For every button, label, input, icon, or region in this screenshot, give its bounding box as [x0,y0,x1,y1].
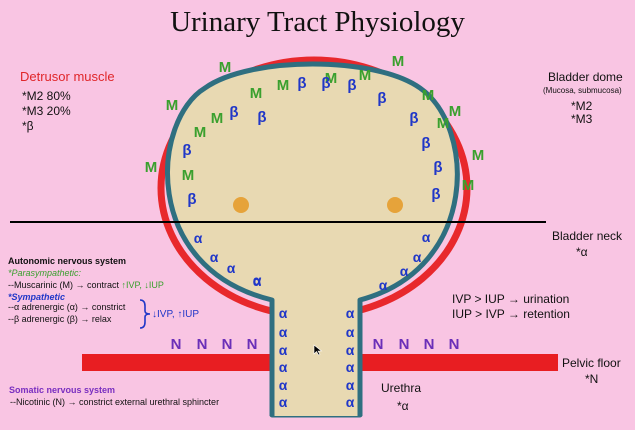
alpha-label: α [346,324,355,340]
alpha-label: α [346,394,355,410]
dome-line-1: *M2 [571,99,593,113]
muscarinic-label: M [211,110,224,127]
alpha-label: α [346,359,355,375]
somatic-heading: Somatic nervous system [9,385,116,395]
nicotinic-label: N [197,336,208,353]
alpha-label: α [413,249,422,265]
muscarinic-label: M [182,167,195,184]
sympathetic-line-1: --α adrenergic (α) → constrict [8,302,126,312]
parasympathetic-effect: ↑IVP, ↓IUP [121,280,164,290]
alpha-label: α [227,260,236,276]
pelvic-floor-line: *N [585,372,599,386]
alpha-label: α [346,342,355,358]
beta-label: β [347,77,356,94]
muscarinic-label: M [325,70,338,87]
alpha-label: α [279,324,288,340]
neck-heading: Bladder neck [552,229,623,243]
parasympathetic-heading: *Parasympathetic: [8,268,82,278]
nicotinic-label: N [171,336,182,353]
beta-label: β [377,90,386,107]
parasympathetic-line: --Muscarinic (M) → contract ↑IVP, ↓IUP [8,280,164,290]
beta-label: β [297,75,306,92]
beta-label: β [321,75,330,92]
pressure-line-2: IUP > IVP → retention [452,307,570,321]
muscarinic-label: M [145,159,158,176]
muscarinic-label: M [219,59,232,76]
muscarinic-label: M [277,77,290,94]
alpha-label: α [279,394,288,410]
pelvic-floor-heading: Pelvic floor [562,356,621,370]
muscarinic-label: M [449,103,462,120]
somatic-line: --Nicotinic (N) → constrict external ure… [10,397,220,407]
bladder-lumen [165,61,460,418]
alpha-label: α [253,272,262,288]
muscarinic-label: M [472,147,485,164]
nicotinic-label: N [373,336,384,353]
muscarinic-label: M [437,115,450,132]
beta-label: β [409,110,418,127]
beta-label: β [257,109,266,126]
ureteral-orifice-left [233,197,249,213]
nicotinic-label: N [247,336,258,353]
dome-subheading: (Mucosa, submucosa) [543,86,622,95]
nicotinic-label: N [424,336,435,353]
alpha-label: α [194,230,203,246]
nicotinic-label: N [222,336,233,353]
urethra-line: *α [397,399,409,413]
mouse-cursor-icon [313,344,323,356]
beta-label: β [182,142,191,159]
beta-label: β [431,186,440,203]
detrusor-line-3: *β [22,119,34,133]
detrusor-heading: Detrusor muscle [20,69,115,84]
urethra-channel [272,350,360,416]
neck-line: *α [576,245,588,259]
nicotinic-label: N [399,336,410,353]
urethra-heading: Urethra [381,381,422,395]
dome-line-2: *M3 [571,112,593,126]
beta-label: β [421,135,430,152]
alpha-label: α [379,277,388,293]
beta-label: β [187,191,196,208]
muscarinic-label: M [359,67,372,84]
muscarinic-label: M [392,53,405,70]
alpha-label: α [253,273,262,289]
alpha-label: α [346,305,355,321]
alpha-label: α [279,342,288,358]
alpha-label: α [400,263,409,279]
alpha-label: α [422,229,431,245]
nicotinic-label: N [449,336,460,353]
alpha-label: α [279,377,288,393]
dome-heading: Bladder dome [548,70,623,84]
beta-label: β [229,104,238,121]
ureteral-orifice-right [387,197,403,213]
sympathetic-heading: *Sympathetic [8,292,66,302]
muscarinic-label: M [422,87,435,104]
muscarinic-label: M [462,177,475,194]
sympathetic-brace [139,299,151,329]
parasympathetic-text: --Muscarinic (M) → contract [8,280,122,290]
sympathetic-line-2: --β adrenergic (β) → relax [8,314,112,324]
muscarinic-label: M [166,97,179,114]
muscarinic-label: M [194,124,207,141]
detrusor-line-2: *M3 20% [22,104,71,118]
beta-label: β [433,159,442,176]
sympathetic-effect: ↓IVP, ↑IUP [152,309,200,320]
detrusor-line-1: *M2 80% [22,89,71,103]
page-title: Urinary Tract Physiology [170,6,465,38]
alpha-label: α [210,249,219,265]
pressure-line-1: IVP > IUP → urination [452,292,570,306]
ans-heading: Autonomic nervous system [8,256,127,266]
alpha-label: α [279,305,288,321]
muscarinic-label: M [250,85,263,102]
alpha-label: α [346,377,355,393]
alpha-label: α [279,359,288,375]
